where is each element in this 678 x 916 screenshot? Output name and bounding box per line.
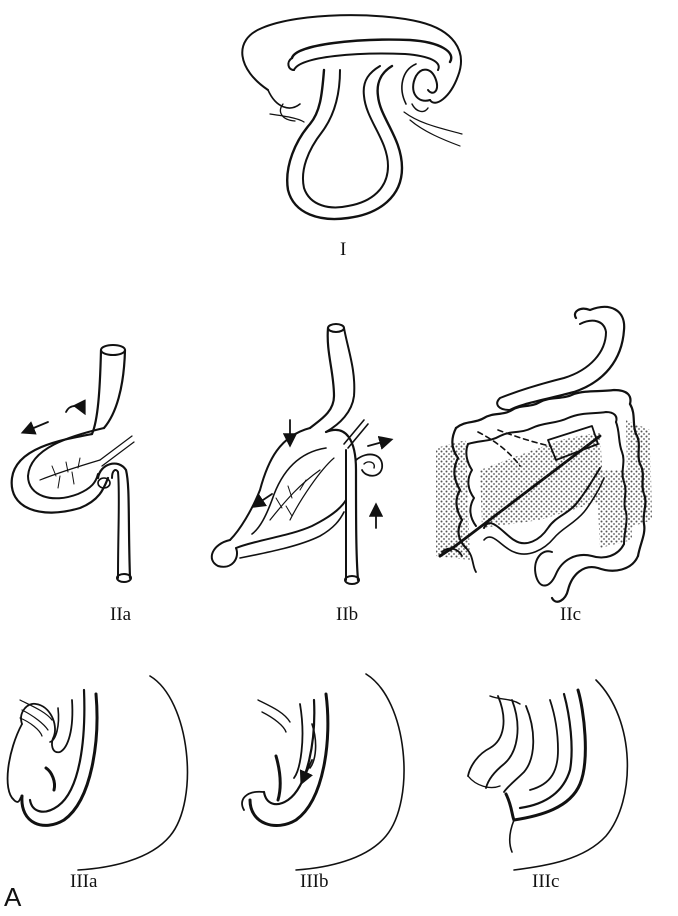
stage-iib-drawing xyxy=(212,324,394,584)
panel-letter: A xyxy=(4,882,22,912)
stage-i-drawing xyxy=(242,15,462,219)
stage-iiic-drawing xyxy=(468,680,627,870)
stage-iia-drawing xyxy=(12,345,134,582)
stage-label-iiib: IIIb xyxy=(300,871,329,892)
stage-iic-drawing xyxy=(436,307,652,602)
stage-iiib-drawing xyxy=(242,674,404,870)
stage-label-iic: IIc xyxy=(560,604,582,625)
stage-label-iiic: IIIc xyxy=(532,871,560,892)
stage-label-i: I xyxy=(340,239,347,260)
stage-iiia-drawing xyxy=(8,676,188,870)
stage-label-iiia: IIIa xyxy=(70,871,98,892)
stage-label-iib: IIb xyxy=(336,604,359,625)
stage-label-iia: IIa xyxy=(110,604,132,625)
